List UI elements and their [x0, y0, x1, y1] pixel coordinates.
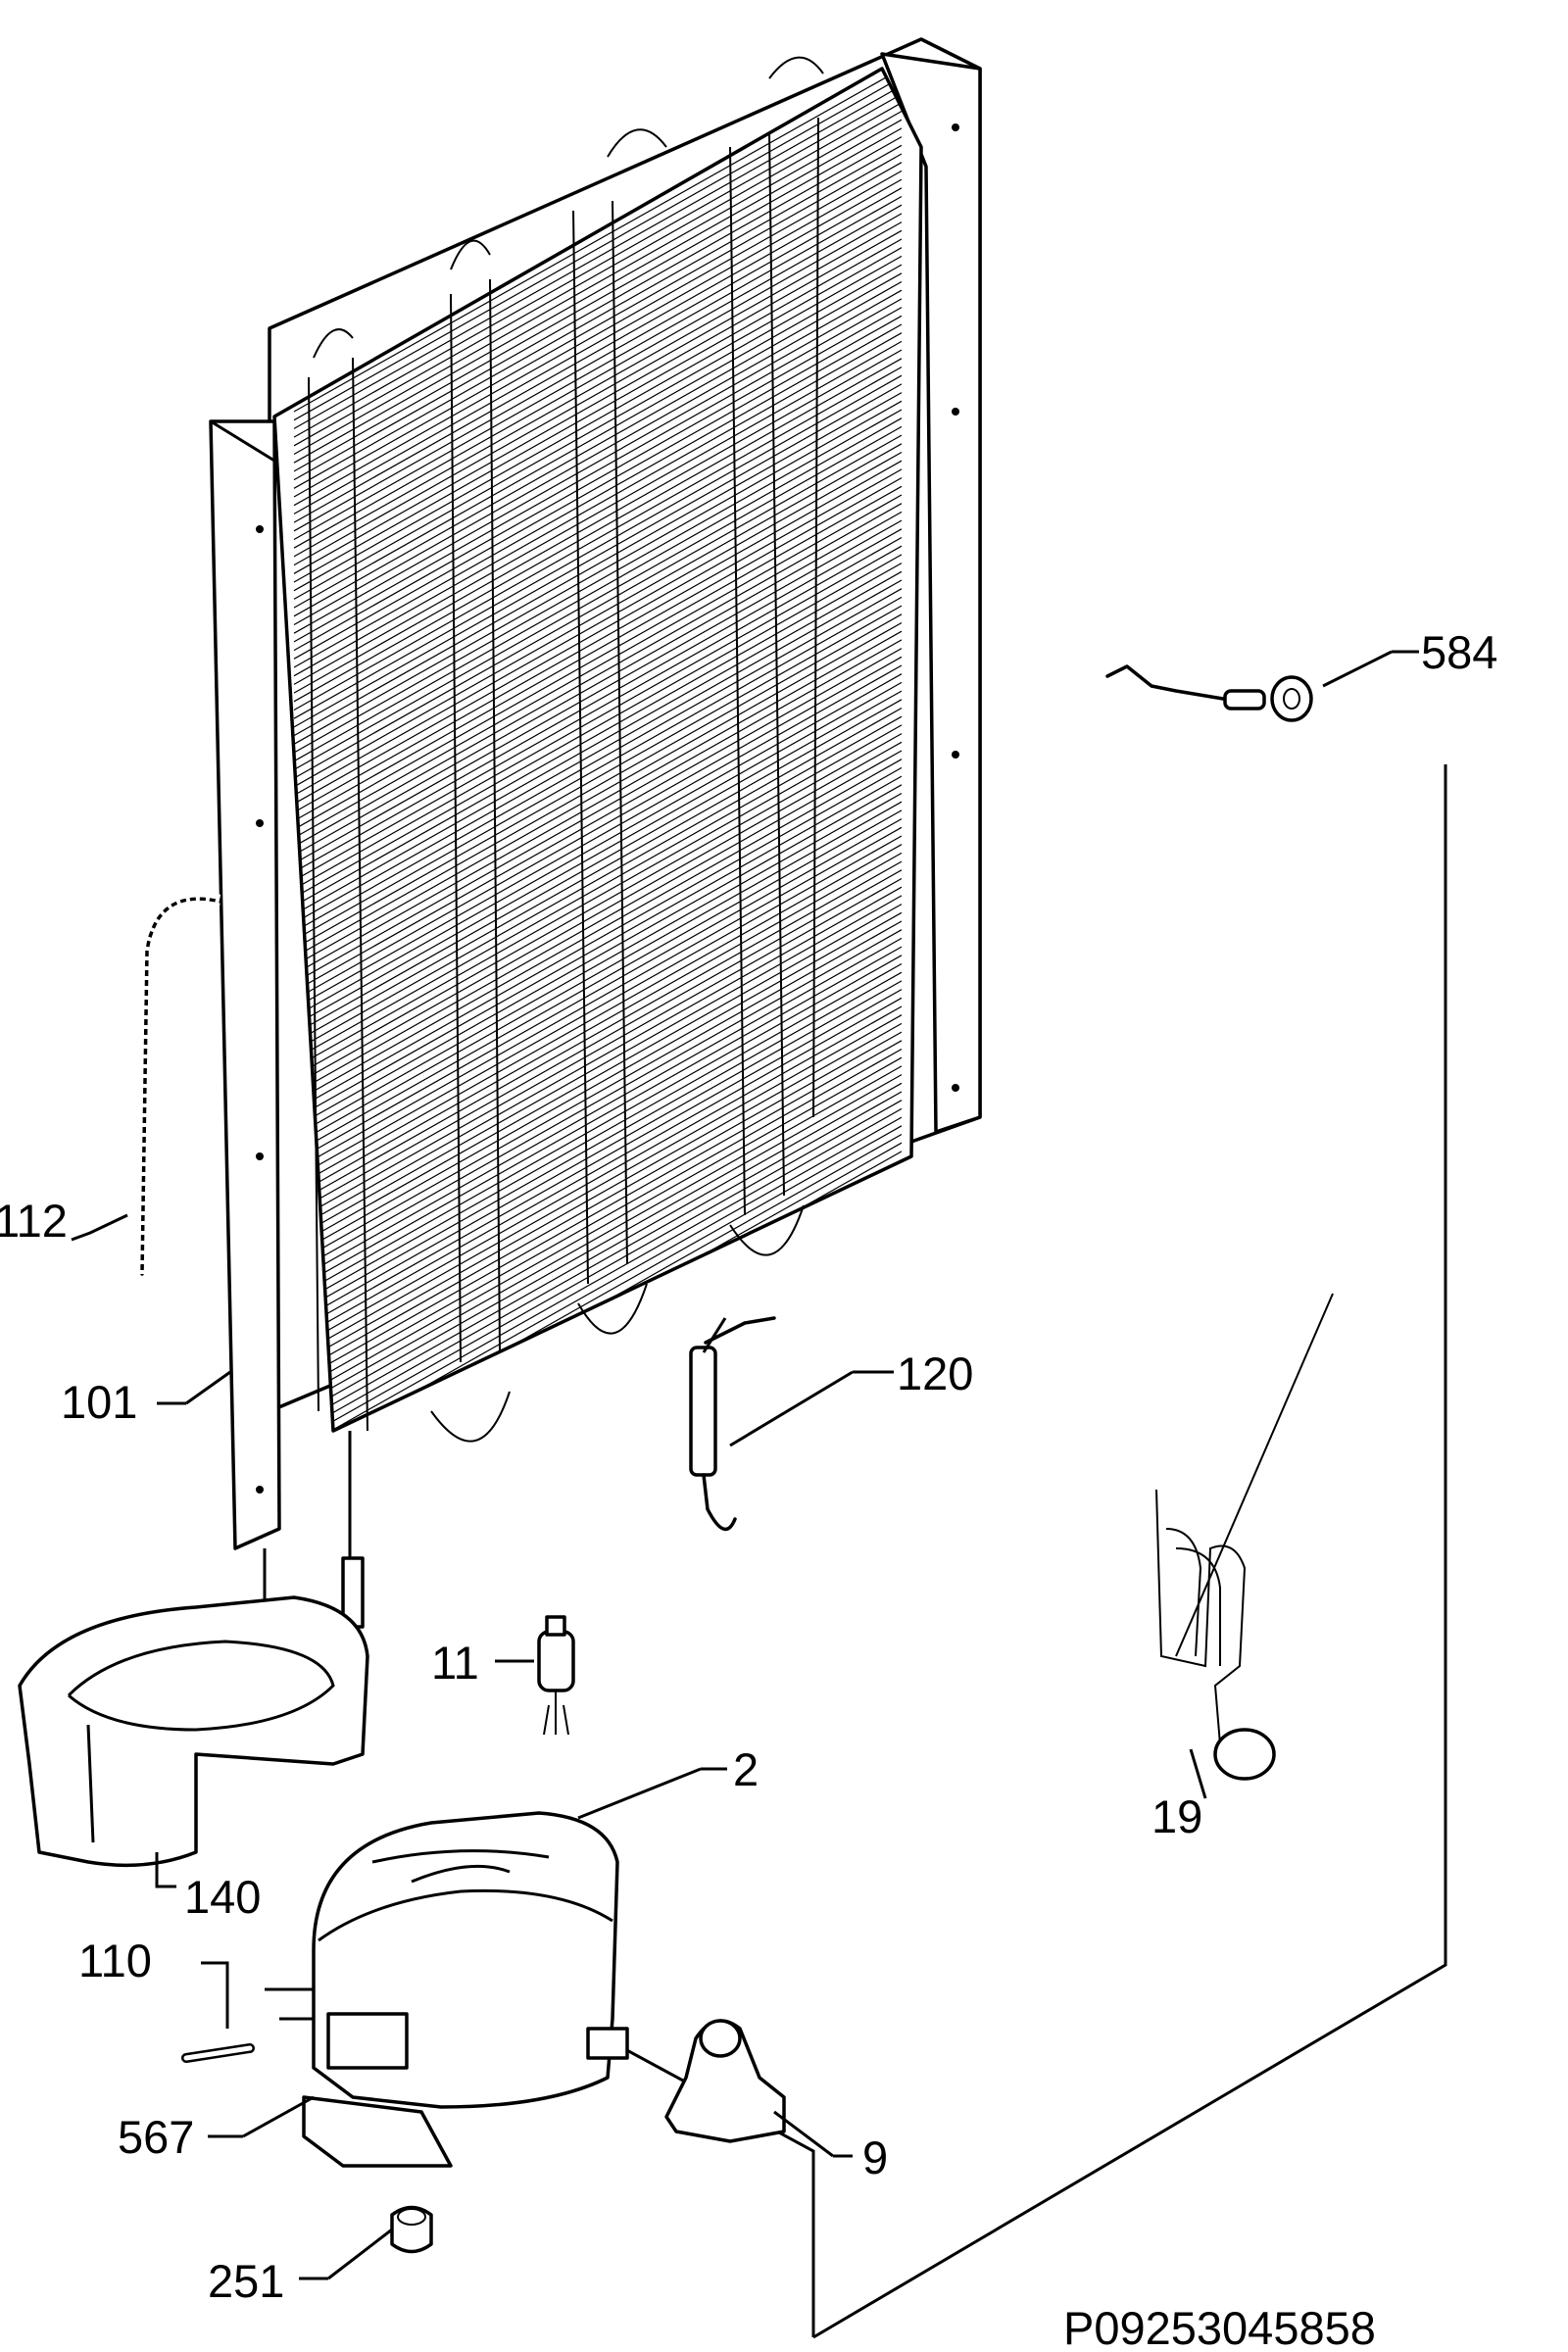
leader-lines — [71, 650, 1419, 2280]
callout-112: 112 — [0, 1195, 68, 1247]
bracket-holes — [256, 123, 959, 1494]
compressor — [265, 1811, 629, 2168]
callout-19: 19 — [1152, 1790, 1202, 1842]
callout-101: 101 — [61, 1376, 137, 1428]
callout-110: 110 — [78, 1935, 152, 1986]
callout-120: 120 — [897, 1348, 973, 1399]
drain-hose — [135, 892, 222, 1276]
relay — [537, 1615, 575, 1736]
heater-cable — [1155, 1489, 1276, 1781]
pin — [181, 2043, 255, 2063]
cable-with-plug — [1105, 664, 1313, 722]
drip-tray — [18, 1595, 369, 1868]
condenser — [209, 37, 982, 1629]
callout-140: 140 — [184, 1871, 261, 1923]
ptc-starter — [664, 2019, 786, 2143]
drawing-id: P09253045858 — [1063, 2302, 1376, 2352]
callout-567: 567 — [118, 2111, 194, 2163]
callout-labels: 584 112 101 120 11 2 140 110 19 567 9 25… — [0, 626, 1497, 2352]
callout-584: 584 — [1421, 626, 1497, 678]
thermal-fuse — [689, 1316, 776, 1532]
callout-2: 2 — [733, 1743, 759, 1795]
rubber-foot — [390, 2205, 433, 2254]
callout-9: 9 — [862, 2132, 888, 2183]
callout-11: 11 — [431, 1637, 479, 1689]
callout-251: 251 — [208, 2255, 284, 2307]
